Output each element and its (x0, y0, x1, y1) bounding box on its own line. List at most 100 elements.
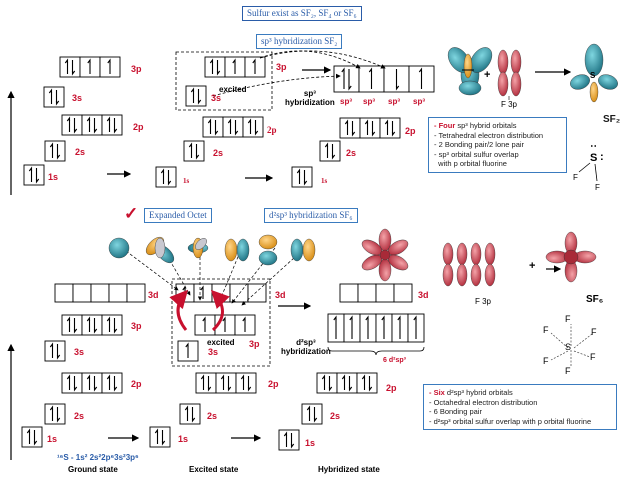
electron-down-icon (348, 386, 353, 392)
electron-down-icon (216, 70, 221, 76)
label-sp3-2: sp³ (363, 97, 375, 106)
electron-down-icon (313, 417, 318, 423)
electron-down-icon (395, 85, 400, 91)
title-expanded-octet: Expanded Octet (144, 208, 212, 223)
info-box-sp3: - Four sp³ hybrid orbitals - Tetrahedral… (428, 117, 567, 173)
electron-down-icon (214, 130, 219, 136)
electron-up-icon (368, 67, 373, 73)
label-3p-excited-lower: 3p (249, 339, 260, 349)
orbital-box (101, 314, 123, 336)
label-sp3-hybridization: sp³ hybridization (285, 89, 335, 107)
electron-down-icon (33, 440, 38, 446)
label-1s-ground: 1s (48, 172, 59, 182)
sf2-lobe (570, 74, 590, 90)
f3p-lower-lobe (456, 242, 468, 266)
orbital-box (356, 372, 378, 394)
electron-up-icon (247, 118, 252, 124)
electron-up-icon (49, 142, 54, 148)
excited-dashed-frame (175, 51, 273, 111)
f3p-lower-lobe (484, 242, 496, 266)
electron-down-icon (55, 100, 60, 106)
electron-up-icon (349, 315, 353, 321)
electron-down-icon (73, 128, 78, 134)
f3p-lower-lobe (470, 263, 482, 287)
orbital-box (21, 426, 43, 448)
title-d2sp3-hybridization: d²sp³ hybridization SF₆ (264, 208, 358, 223)
label-sp3-3: sp³ (388, 97, 400, 106)
orbital-box (44, 140, 66, 162)
label-1s-hybridized: 1s (321, 177, 328, 185)
electron-up-icon (222, 316, 226, 322)
ground-3d-row (54, 283, 146, 303)
orbital-box (61, 114, 83, 136)
electron-down-icon (191, 417, 196, 423)
orbital-box (54, 283, 74, 303)
electron-up-icon (200, 374, 205, 380)
electron-down-icon (71, 70, 76, 76)
orbital-box (72, 283, 92, 303)
orbital-box (44, 403, 66, 425)
electron-up-icon (296, 168, 301, 174)
electron-up-icon (227, 118, 232, 124)
excited-2s-row-lower (179, 403, 201, 425)
excited-3s-row-lower (177, 340, 199, 362)
label-plus-upper: + (484, 69, 491, 81)
electron-down-icon (56, 354, 61, 360)
info-sp3-line1: sp³ hybrid orbitals (455, 121, 517, 130)
hybridized-1s-row (291, 166, 313, 188)
label-1s-excited-lower: 1s (178, 434, 189, 444)
electron-down-icon (161, 440, 166, 446)
label-hybridized-state: Hybridized state (318, 465, 380, 474)
label-3s-ground: 3s (72, 93, 83, 103)
orbital-box (393, 283, 413, 303)
label-2s-hybridized: 2s (346, 148, 357, 158)
info-d2sp3-line3: - 6 Bonding pair (429, 407, 482, 417)
label-2p-hybridized: 2p (405, 126, 416, 136)
electron-up-icon (321, 374, 326, 380)
label-3d-ground: 3d (148, 290, 159, 300)
ground-2p-row-lower (61, 372, 123, 394)
f3p-lower-lobe (442, 242, 454, 266)
label-six-d2sp3: 6 d²sp³ (383, 357, 406, 364)
electron-down-icon (351, 131, 356, 137)
electron-up-icon (306, 405, 311, 411)
ground-2p-row (61, 114, 123, 136)
dashed-promotion-arrow (212, 73, 341, 97)
electron-up-icon (106, 316, 111, 322)
electron-up-icon (106, 116, 111, 122)
electron-down-icon (73, 328, 78, 334)
info-sp3-highlight: - Four (434, 121, 456, 130)
electron-up-icon (184, 405, 189, 411)
electron-up-icon (252, 58, 256, 64)
sf2-bond (594, 163, 598, 182)
orbital-box (185, 85, 207, 107)
electron-up-icon (232, 58, 236, 64)
label-sf2: SF₂ (603, 114, 621, 125)
info-sp3-line3: - 2 Bonding pair/2 lone pair (434, 140, 525, 150)
label-2p-ground-lower: 2p (131, 379, 142, 389)
sp3-row (333, 65, 435, 93)
electron-down-icon (348, 85, 352, 91)
label-excited: excited (219, 85, 247, 94)
label-2s-ground: 2s (75, 147, 86, 157)
electron-up-icon (364, 119, 369, 125)
info-box-d2sp3: - Six d²sp³ hybrid orbitals - Octahedral… (423, 384, 617, 431)
electron-up-icon (106, 374, 111, 380)
label-2s-excited: 2s (213, 148, 224, 158)
electron-down-icon (290, 443, 295, 449)
electron-up-icon (413, 315, 417, 321)
orbital-box (339, 283, 359, 303)
electron-down-icon (73, 386, 78, 392)
red-promotion-arrow (169, 289, 188, 331)
orbital-box (242, 116, 264, 138)
dashed-orbital-arrow (219, 251, 241, 301)
p-lobe (258, 250, 278, 266)
label-2s-hybridized-lower: 2s (330, 411, 341, 421)
label-f3p-lower: F 3p (475, 297, 492, 306)
excited-3p-row-lower (194, 314, 256, 336)
electron-down-icon (227, 386, 232, 392)
orbital-box (81, 314, 103, 336)
orbital-box (222, 116, 244, 138)
electron-up-icon (344, 119, 349, 125)
